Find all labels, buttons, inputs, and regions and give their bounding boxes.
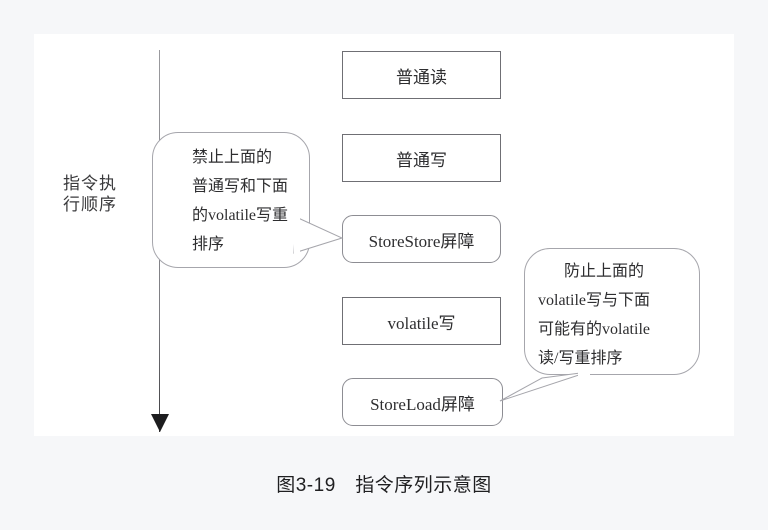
callout-right-line-1: 防止上面的 <box>564 263 645 280</box>
figure-caption: 图3-19 指令序列示意图 <box>276 475 492 496</box>
callout-right-line-2: volatile写与下面 <box>538 292 650 309</box>
box-storestore-barrier: StoreStore屏障 <box>342 215 501 263</box>
callout-left-line-3: 的volatile写重 <box>192 207 288 224</box>
execution-order-label-line-2: 行顺序 <box>63 195 117 214</box>
callout-left-line-1: 禁止上面的 <box>192 149 273 166</box>
callout-storestore-note: 禁止上面的 普通写和下面 的volatile写重 排序 <box>152 132 310 268</box>
down-arrow-icon <box>151 414 169 432</box>
callout-left-line-2: 普通写和下面 <box>192 178 289 195</box>
execution-order-label-line-1: 指令执 <box>63 174 117 193</box>
box-normal-read: 普通读 <box>342 51 501 99</box>
callout-left-line-4: 排序 <box>192 236 225 253</box>
box-volatile-write: volatile写 <box>342 297 501 345</box>
figure-canvas: 指令执 行顺序 普通读 普通写 StoreStore屏障 volatile写 S… <box>34 34 734 436</box>
execution-order-label: 指令执 行顺序 <box>52 173 128 215</box>
callout-storeload-note: 防止上面的 volatile写与下面 可能有的volatile 读/写重排序 <box>524 248 700 375</box>
box-storeload-barrier: StoreLoad屏障 <box>342 378 503 426</box>
callout-right-line-4: 读/写重排序 <box>538 350 623 367</box>
callout-right-line-3: 可能有的volatile <box>538 321 650 338</box>
box-normal-write: 普通写 <box>342 134 501 182</box>
